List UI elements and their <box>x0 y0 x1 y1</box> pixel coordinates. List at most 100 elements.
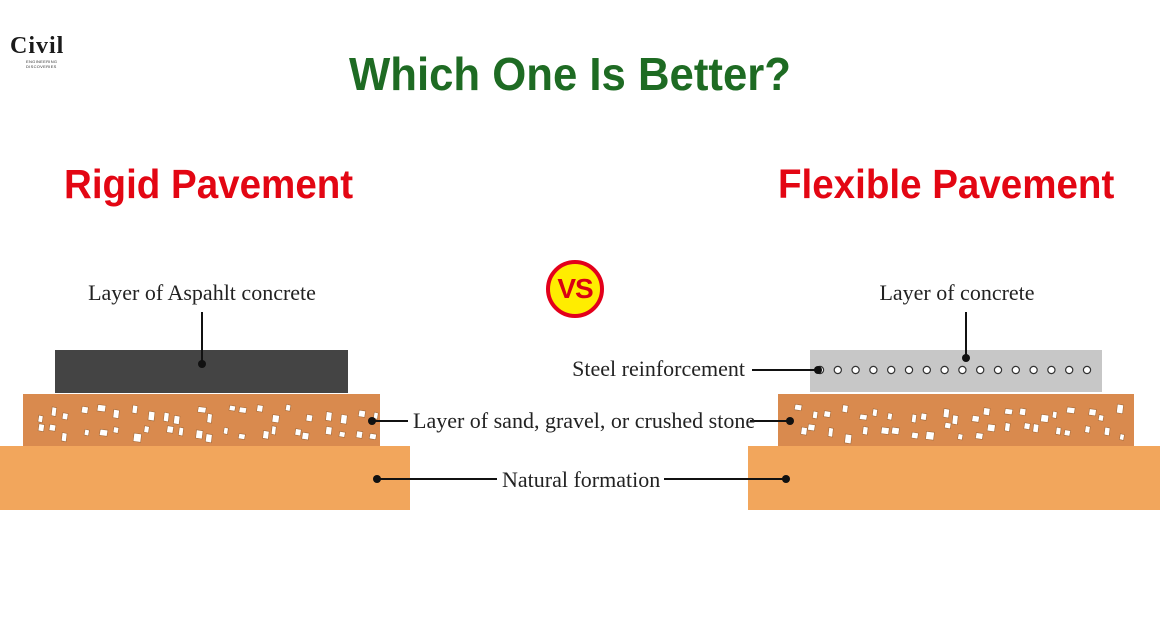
flexible-pavement-heading: Flexible Pavement <box>778 161 1115 207</box>
gravel-chip <box>143 425 150 434</box>
gravel-chip <box>338 431 346 438</box>
gravel-chip <box>256 404 264 413</box>
rebar-icon <box>940 365 949 375</box>
rebar-icon <box>1064 365 1074 375</box>
natural-dot-left <box>373 475 381 483</box>
gravel-chip <box>1055 426 1062 436</box>
gravel-chip <box>50 406 58 417</box>
gravel-chip <box>975 432 984 440</box>
rebar-icon <box>851 365 860 375</box>
gravel-chip <box>925 430 935 441</box>
gravel-chip <box>911 413 917 424</box>
gravel-chip <box>206 413 213 424</box>
vs-badge: VS <box>546 260 604 318</box>
gravel-chip <box>827 427 834 438</box>
rebar-icon <box>958 365 967 375</box>
gravel-chip <box>222 426 229 435</box>
gravel-chip <box>48 423 57 432</box>
right-gravel-chips <box>793 403 1125 445</box>
label-asphalt-concrete: Layer of Aspahlt concrete <box>88 280 316 305</box>
gravel-chip <box>197 406 207 414</box>
gravel-chip <box>166 425 175 434</box>
steel-dot <box>814 366 822 374</box>
gravel-chip <box>305 413 314 423</box>
gravel-chip <box>971 415 980 423</box>
logo-subtext: ENGINEERING DISCOVERIES <box>26 59 58 69</box>
right-natural-layer <box>748 446 1160 510</box>
left-natural-layer <box>0 446 410 510</box>
rebar-icon <box>1011 365 1021 375</box>
rebar-icon <box>1082 365 1092 375</box>
base-dot-left <box>368 417 376 425</box>
logo: Civil ENGINEERING DISCOVERIES <box>10 33 74 69</box>
gravel-chip <box>325 426 333 436</box>
steel-reinforcement-bars <box>815 365 1092 375</box>
gravel-chip <box>112 408 120 419</box>
gravel-chip <box>880 426 890 435</box>
gravel-chip <box>173 414 181 425</box>
gravel-chip <box>61 412 69 421</box>
rebar-icon <box>922 365 932 375</box>
vs-label: VS <box>557 273 593 304</box>
label-base-layer: Layer of sand, gravel, or crushed stone <box>413 408 755 433</box>
page-title: Which One Is Better? <box>349 48 791 100</box>
gravel-chip <box>1032 423 1040 434</box>
gravel-chip <box>982 407 991 417</box>
gravel-chip <box>1018 407 1027 416</box>
gravel-chip <box>37 414 44 423</box>
gravel-chip <box>301 431 310 441</box>
gravel-chip <box>944 422 952 430</box>
gravel-chip <box>793 403 803 412</box>
rigid-pavement-heading: Rigid Pavement <box>64 161 354 207</box>
gravel-chip <box>957 433 964 441</box>
gravel-chip <box>920 412 928 421</box>
gravel-chip <box>98 428 109 437</box>
gravel-chip <box>147 410 156 422</box>
label-concrete: Layer of concrete <box>879 280 1034 305</box>
gravel-chip <box>841 404 849 414</box>
gravel-chip <box>951 414 959 426</box>
gravel-chip <box>1063 429 1071 437</box>
gravel-chip <box>284 403 292 412</box>
gravel-chip <box>96 404 107 413</box>
gravel-chip <box>861 425 869 436</box>
gravel-chip <box>325 411 333 422</box>
gravel-chip <box>195 429 204 440</box>
gravel-chip <box>355 430 364 439</box>
gravel-chip <box>807 423 816 432</box>
gravel-chip <box>262 430 270 440</box>
gravel-chip <box>357 409 366 418</box>
gravel-chip <box>37 423 45 433</box>
rebar-icon <box>993 365 1003 375</box>
base-dot-right <box>786 417 794 425</box>
rebar-icon <box>833 365 843 375</box>
rebar-icon <box>1047 365 1056 375</box>
rebar-icon <box>1029 365 1038 375</box>
gravel-chip <box>340 414 348 425</box>
gravel-chip <box>910 431 919 440</box>
gravel-chip <box>112 426 120 434</box>
gravel-chip <box>1103 426 1111 437</box>
label-steel-reinforcement: Steel reinforcement <box>572 356 745 381</box>
gravel-chip <box>83 428 90 437</box>
right-concrete-dot <box>962 354 970 362</box>
label-natural-formation: Natural formation <box>502 467 660 492</box>
left-gravel-chips <box>37 403 379 444</box>
gravel-chip <box>1097 414 1105 422</box>
gravel-chip <box>237 433 246 440</box>
left-asphalt-dot <box>198 360 206 368</box>
gravel-chip <box>871 408 878 418</box>
gravel-chip <box>1023 422 1031 431</box>
gravel-chip <box>1065 406 1076 415</box>
gravel-chip <box>1040 414 1050 423</box>
gravel-chip <box>368 432 377 441</box>
gravel-chip <box>986 423 996 433</box>
gravel-chip <box>1084 425 1091 434</box>
gravel-chip <box>844 433 853 445</box>
rebar-icon <box>887 365 896 375</box>
gravel-chip <box>60 432 68 443</box>
gravel-chip <box>271 414 280 424</box>
gravel-chip <box>270 425 277 436</box>
logo-text: Civil <box>10 33 65 59</box>
